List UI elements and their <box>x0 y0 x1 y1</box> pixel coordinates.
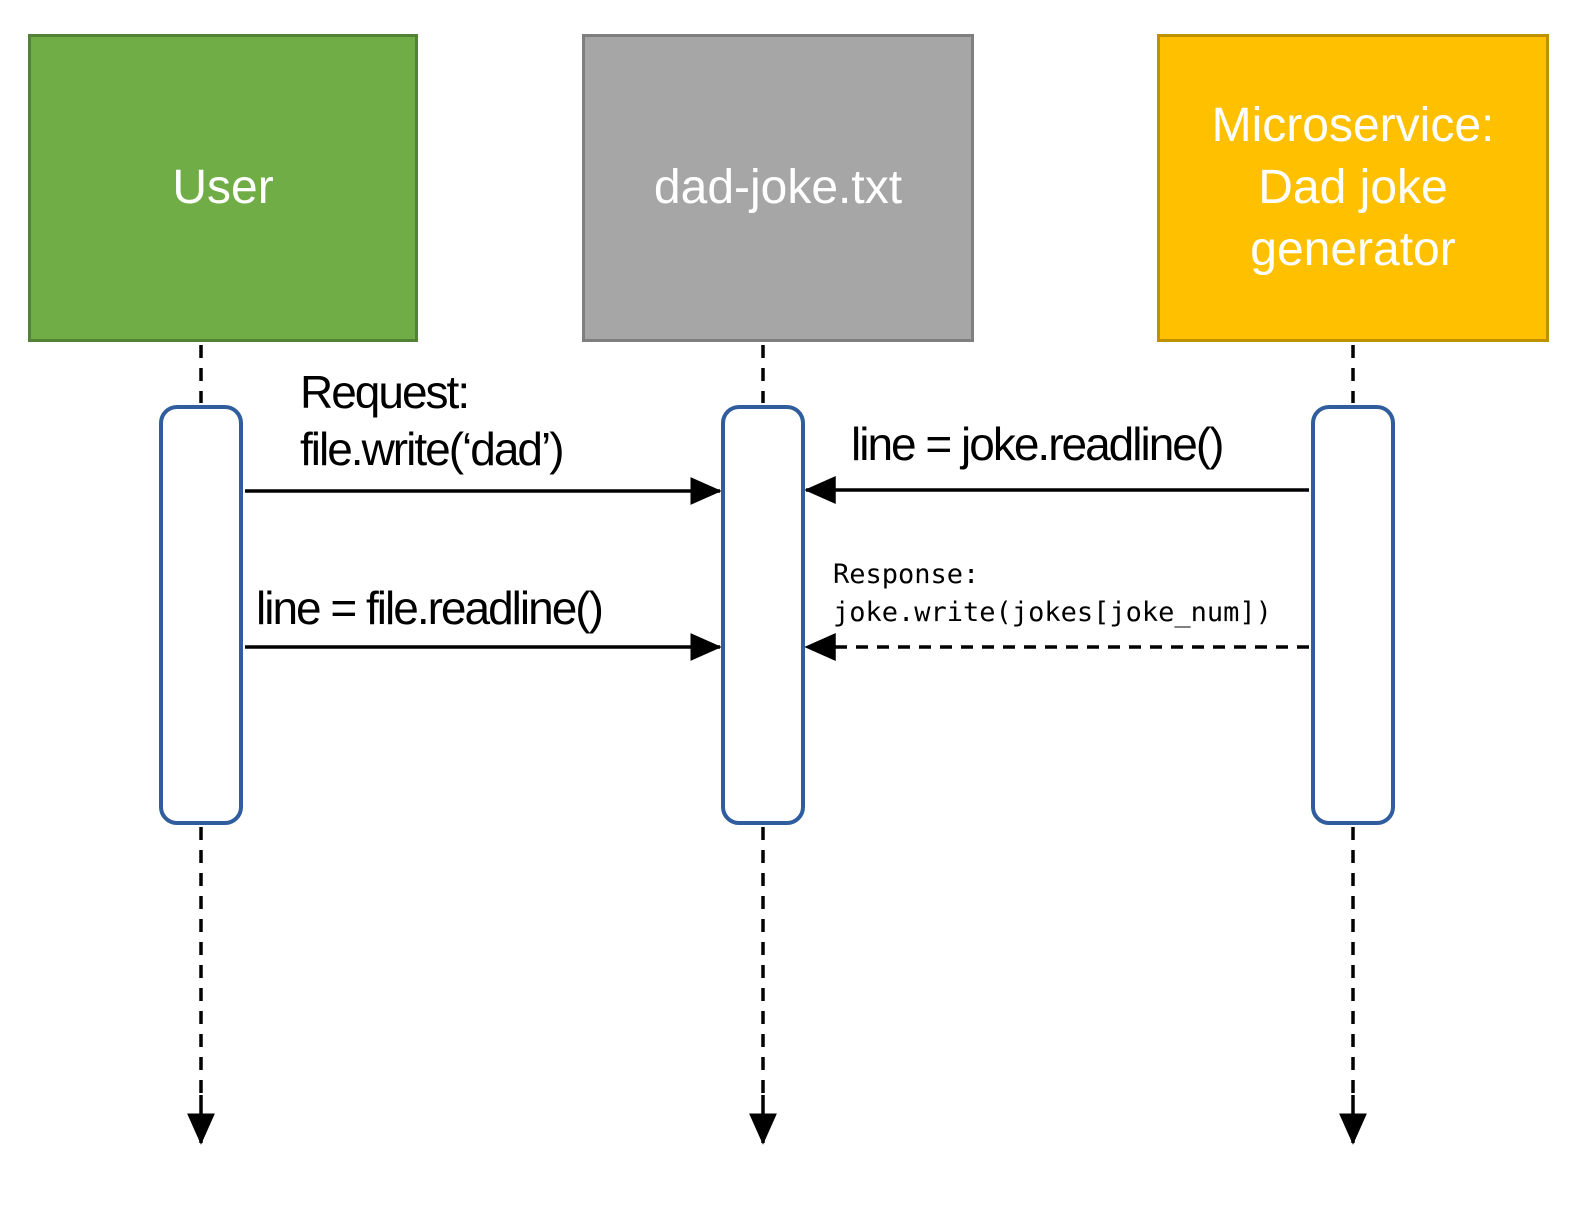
actor-microservice-box: Microservice: Dad joke generator <box>1157 34 1549 342</box>
actor-microservice-label-line3: generator <box>1250 223 1456 276</box>
request-message-line2: file.write(‘dad’) <box>300 423 565 475</box>
actor-user-label: User <box>172 161 274 214</box>
actor-microservice-label: Microservice: Dad joke generator <box>1160 95 1546 281</box>
request-message-line1: Request: <box>300 366 470 418</box>
joke-readline-message-line1: line = joke.readline() <box>851 418 1225 470</box>
actor-user-box: User <box>28 34 418 342</box>
response-message-label: Response: joke.write(jokes[joke_num]) <box>833 556 1272 632</box>
response-message-line1: Response: <box>833 559 980 590</box>
actor-microservice-label-line2: Dad joke <box>1258 161 1448 214</box>
file-readline-message-label: line = file.readline() <box>256 580 604 637</box>
actor-microservice-label-line1: Microservice: <box>1211 99 1495 152</box>
request-message-label: Request: file.write(‘dad’) <box>300 364 565 478</box>
response-message-line2: joke.write(jokes[joke_num]) <box>833 597 1272 628</box>
activation-bar-dad-joke-file <box>721 405 805 825</box>
joke-readline-message-label: line = joke.readline() <box>851 416 1225 473</box>
actor-dad-joke-file-label: dad-joke.txt <box>653 161 903 214</box>
activation-bar-user <box>159 405 243 825</box>
activation-bar-microservice <box>1311 405 1395 825</box>
actor-dad-joke-file-box: dad-joke.txt <box>582 34 974 342</box>
file-readline-message-line1: line = file.readline() <box>256 582 604 634</box>
